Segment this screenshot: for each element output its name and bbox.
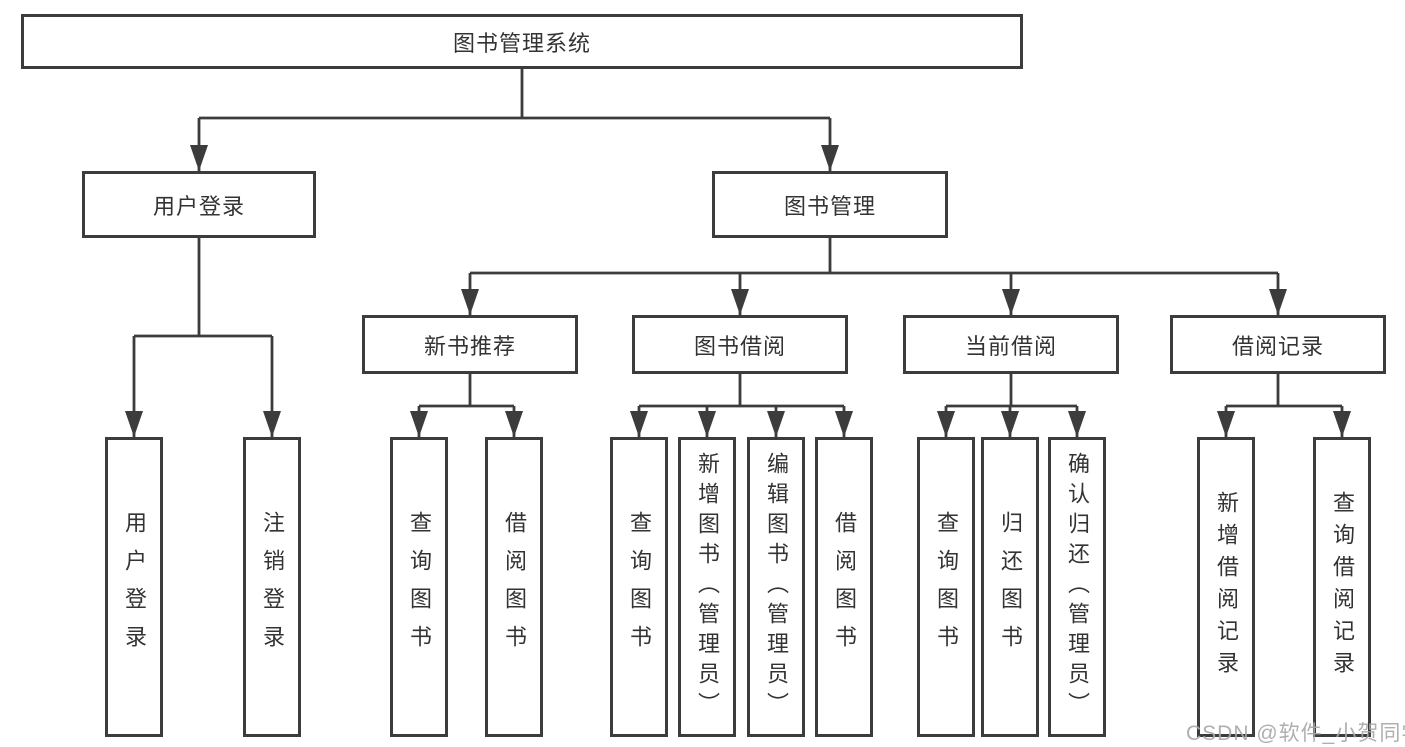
leaf-return-book: 归还图书 bbox=[981, 437, 1039, 737]
leaf-borrow-book: 借阅图书 bbox=[815, 437, 873, 737]
node-label: 查询借阅记录 bbox=[1330, 491, 1355, 683]
leaf-query-books-current: 查询图书 bbox=[917, 437, 975, 737]
node-label: 注销登录 bbox=[260, 511, 285, 663]
node-label: 图书借阅 bbox=[693, 333, 786, 359]
node-label: 新增图书（管理员） bbox=[695, 452, 720, 722]
leaf-add-borrow-record: 新增借阅记录 bbox=[1197, 437, 1255, 737]
node-label: 图书管理 bbox=[783, 193, 876, 219]
leaf-borrow-books-recommend: 借阅图书 bbox=[485, 437, 543, 737]
leaf-query-books-borrow: 查询图书 bbox=[610, 437, 668, 737]
node-current-borrow: 当前借阅 bbox=[903, 315, 1119, 374]
node-label: 编辑图书（管理员） bbox=[764, 452, 789, 722]
node-label: 查询图书 bbox=[627, 511, 652, 663]
leaf-add-book-admin: 新增图书（管理员） bbox=[678, 437, 736, 737]
node-book-management: 图书管理 bbox=[712, 171, 948, 238]
node-label: 借阅图书 bbox=[502, 511, 527, 663]
node-label: 新书推荐 bbox=[423, 333, 516, 359]
node-borrow-records: 借阅记录 bbox=[1170, 315, 1386, 374]
node-label: 用户登录 bbox=[122, 511, 147, 663]
leaf-query-borrow-record: 查询借阅记录 bbox=[1313, 437, 1371, 737]
node-label: 查询图书 bbox=[407, 511, 432, 663]
node-label: 查询图书 bbox=[934, 511, 959, 663]
node-label: 归还图书 bbox=[998, 511, 1023, 663]
node-user-login: 用户登录 bbox=[82, 171, 316, 238]
node-label: 确认归还（管理员） bbox=[1065, 452, 1090, 722]
node-book-borrow: 图书借阅 bbox=[632, 315, 848, 374]
leaf-user-login: 用户登录 bbox=[105, 437, 163, 737]
leaf-confirm-return-admin: 确认归还（管理员） bbox=[1048, 437, 1106, 737]
node-label: 图书管理系统 bbox=[452, 30, 591, 56]
node-label: 用户登录 bbox=[152, 193, 245, 219]
leaf-query-books-recommend: 查询图书 bbox=[390, 437, 448, 737]
node-label: 借阅记录 bbox=[1231, 333, 1324, 359]
node-library-system: 图书管理系统 bbox=[21, 14, 1023, 69]
leaf-edit-book-admin: 编辑图书（管理员） bbox=[747, 437, 805, 737]
node-new-book-recommend: 新书推荐 bbox=[362, 315, 578, 374]
node-label: 新增借阅记录 bbox=[1214, 491, 1239, 683]
node-label: 借阅图书 bbox=[832, 511, 857, 663]
leaf-logout: 注销登录 bbox=[243, 437, 301, 737]
node-label: 当前借阅 bbox=[964, 333, 1057, 359]
